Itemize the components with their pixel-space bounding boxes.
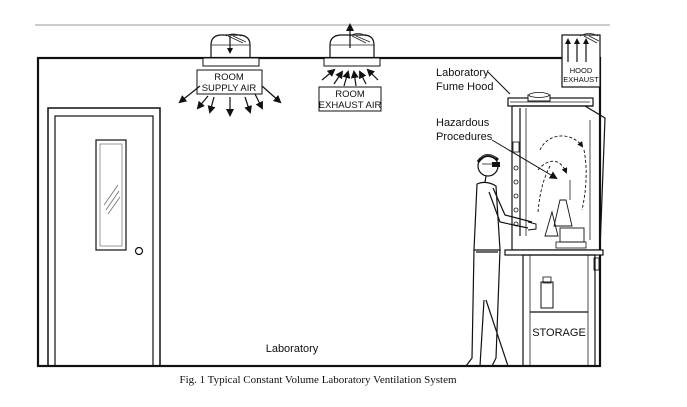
room-exhaust-label-box [318,86,382,112]
room-outline [36,56,602,368]
door [47,107,161,367]
supply-air-label-box [196,69,263,95]
hazard-label-2: Procedures [436,131,493,143]
room-label: Laboratory [266,343,319,355]
supply-air-label-1: ROOM [214,72,244,83]
storage-bottle [540,281,554,309]
figure-caption: Fig. 1 Typical Constant Volume Laborator… [179,374,457,386]
door-window [95,139,127,251]
hazard-leader [491,139,558,180]
fume-hood-label-2: Fume Hood [436,81,493,93]
storage-label: STORAGE [532,327,586,339]
supply-air-label-2: SUPPLY AIR [202,83,257,94]
supply-air-arrows [178,85,282,117]
door-knob [134,246,144,256]
hazard-label-1: Hazardous [436,117,490,129]
lab-worker [464,154,537,367]
room-exhaust-arrows [321,68,379,87]
fume-hood [504,92,606,367]
hood-exhaust-duct [561,33,601,88]
supply-air-diffuser [202,33,260,67]
room-exhaust-label-2: EXHAUST AIR [319,100,382,111]
hood-exhaust-label-2: EXHAUST [563,75,599,84]
hood-exhaust-label-1: HOOD [570,66,593,75]
fume-hood-label-1: Laboratory [436,67,489,79]
room-exhaust-grille [323,23,381,67]
room-exhaust-label-1: ROOM [335,89,365,100]
fume-hood-leader [487,71,511,95]
